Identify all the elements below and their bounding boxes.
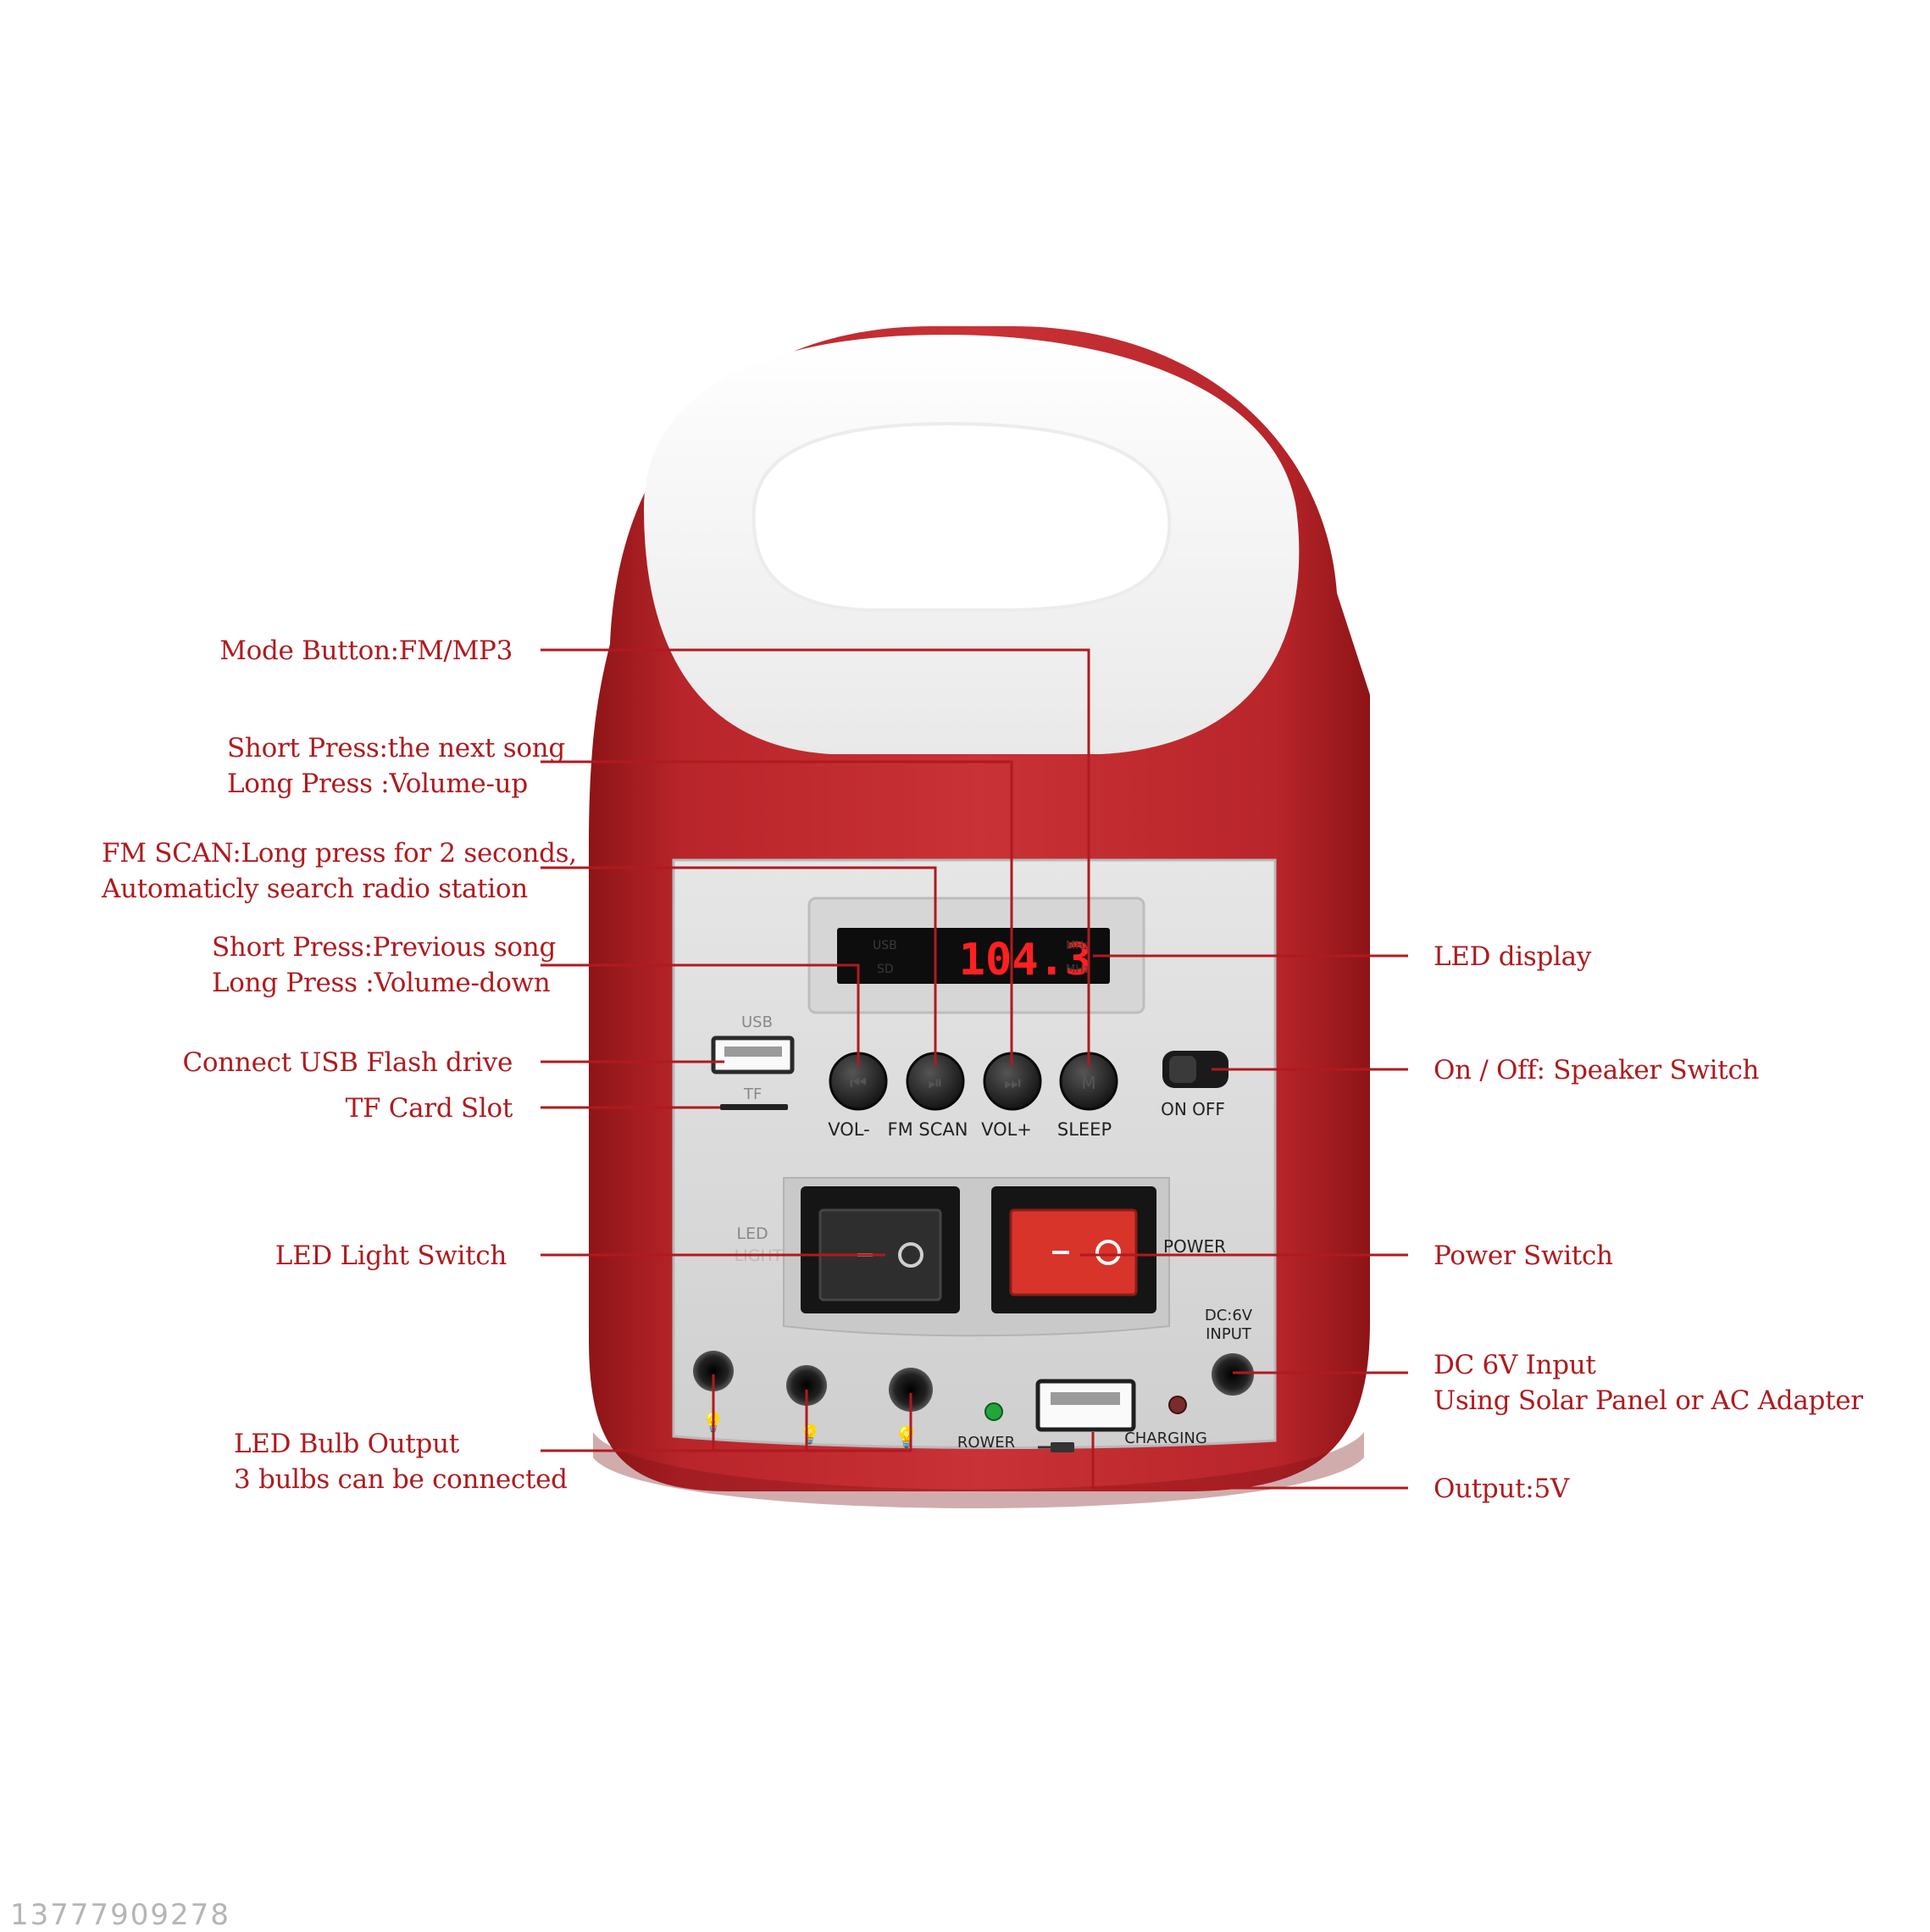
dc-label-bottom: INPUT — [1206, 1325, 1252, 1343]
charging-led — [1168, 1396, 1187, 1414]
power-led-label: ROWER — [957, 1434, 1015, 1452]
output-usb-tongue — [1051, 1392, 1120, 1405]
power-label: POWER — [1163, 1236, 1226, 1257]
display-mhz-top: MHz — [1066, 940, 1090, 952]
output-usb-port[interactable] — [1035, 1379, 1136, 1432]
speaker-switch-knob — [1169, 1056, 1196, 1083]
bulb-jack-1[interactable] — [693, 1351, 734, 1391]
charging-label: CHARGING — [1124, 1430, 1207, 1447]
callout-led-display: LED display — [1434, 941, 1592, 972]
button-label-sleep: SLEEP — [1057, 1119, 1112, 1140]
bulb-jack-3[interactable] — [889, 1368, 933, 1412]
callout-tf-slot: TF Card Slot — [345, 1093, 513, 1124]
display-mhz-bottom: MHz — [1066, 963, 1090, 976]
leader-led-bulb-output — [541, 1393, 912, 1452]
handle-opening — [751, 421, 1172, 612]
display-value: 104.3 — [959, 935, 1092, 985]
leader-lines — [541, 648, 1408, 1490]
button-label-fm-scan: FM SCAN — [888, 1119, 968, 1140]
play-pause-icon: ⏯ — [928, 1073, 943, 1094]
tf-slot[interactable] — [720, 1104, 788, 1110]
tf-label: TF — [743, 1085, 762, 1103]
led-display — [837, 928, 1110, 984]
dc-input-jack[interactable] — [1212, 1353, 1254, 1396]
callout-speaker-switch: On / Off: Speaker Switch — [1434, 1055, 1760, 1085]
display-usb-text: USB — [873, 939, 897, 952]
led-light-off-mark — [898, 1242, 923, 1268]
bulb-icon-3: 💡 — [894, 1425, 919, 1449]
mode-icon: M — [1081, 1073, 1095, 1093]
prev-icon: ⏮ — [850, 1073, 867, 1094]
usb-plug-icon — [1051, 1442, 1074, 1452]
leader-prev-song — [541, 963, 860, 1066]
button-label-vol-minus: VOL- — [828, 1119, 869, 1140]
speaker-switch-label: ON OFF — [1161, 1099, 1225, 1119]
power-off-mark — [1095, 1240, 1121, 1265]
power-led — [984, 1402, 1003, 1421]
display-sd-text: SD — [877, 963, 894, 976]
bulb-icon-2: 💡 — [798, 1424, 821, 1446]
power-switch[interactable] — [1009, 1208, 1138, 1296]
callout-power-switch: Power Switch — [1434, 1241, 1613, 1271]
callout-mode-button: Mode Button:FM/MP3 — [219, 636, 513, 666]
callout-usb-drive: Connect USB Flash drive — [182, 1047, 513, 1078]
leader-next-song — [541, 760, 1013, 1066]
watermark: 13777909278 — [10, 1898, 230, 1932]
next-icon: ⏭ — [1004, 1073, 1021, 1094]
bulb-jack-2[interactable] — [786, 1365, 827, 1406]
button-label-vol-plus: VOL+ — [981, 1119, 1032, 1140]
leader-output-5v — [1091, 1432, 1408, 1490]
callout-led-light-switch: LED Light Switch — [275, 1241, 507, 1271]
leader-mode-button — [541, 648, 1090, 1066]
leader-fm-scan — [541, 866, 937, 1066]
usb-label: USB — [741, 1013, 773, 1031]
usb-port-tongue — [724, 1046, 782, 1057]
callout-output-5v: Output:5V — [1434, 1474, 1569, 1504]
dc-label-top: DC:6V — [1205, 1307, 1253, 1324]
callout-fm-scan: FM SCAN:Long press for 2 seconds,Automat… — [102, 838, 577, 904]
led-light-label-top: LED — [736, 1224, 768, 1243]
